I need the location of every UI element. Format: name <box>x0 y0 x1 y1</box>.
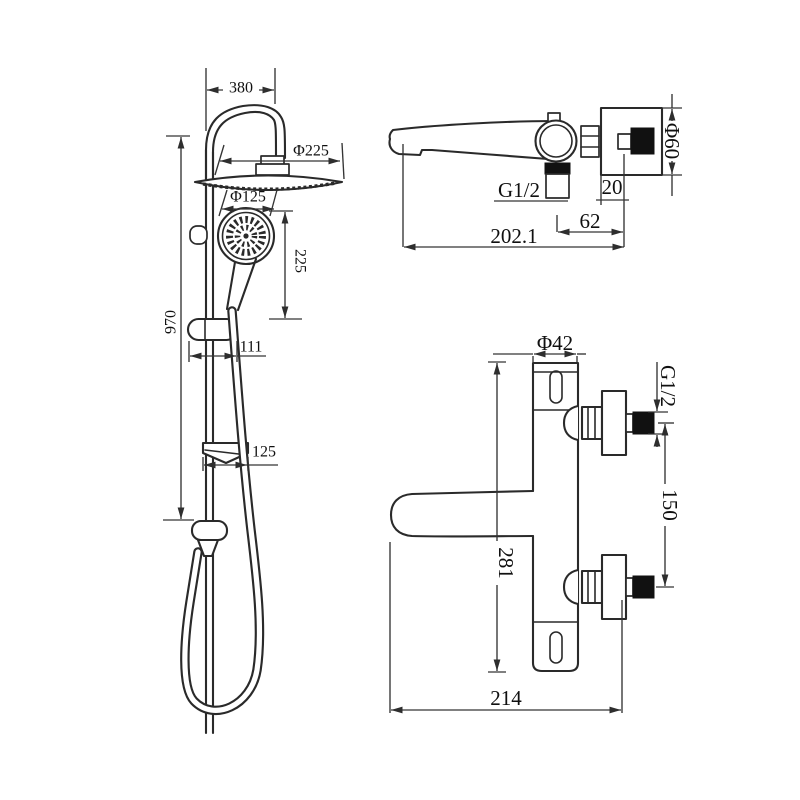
dim-hand-shower-diameter: Φ125 <box>230 189 266 206</box>
mixer-front-view: Φ42 G1/2 150 281 214 <box>389 331 682 714</box>
mixer-body <box>531 361 580 673</box>
dim-plate-depth: 20 <box>602 175 623 199</box>
dim-hand-shower-drop: 225 <box>292 249 309 273</box>
bottom-bracket <box>190 519 229 558</box>
inlet-knob <box>630 127 655 155</box>
shower-hose <box>180 306 265 716</box>
dim-mixer-inlet-thread: G1/2 <box>656 365 680 407</box>
dim-column-height: 970 <box>163 310 180 334</box>
dim-mixer-total-height: 281 <box>494 547 518 579</box>
rain-shower-head <box>193 174 344 192</box>
dim-bracket-offset: 111 <box>240 339 263 356</box>
upper-inlet-connection <box>562 389 655 457</box>
dim-head-diameter: Φ225 <box>293 143 329 160</box>
hose-nipple <box>196 538 220 558</box>
head-connector <box>255 155 290 176</box>
dim-arm-width: 380 <box>229 80 253 97</box>
dim-body-diameter: Φ42 <box>537 331 573 355</box>
mixer-spout <box>389 489 535 538</box>
temperature-handle-slot <box>549 370 563 404</box>
spout-dimensions: G1/2 20 Φ60 62 202.1 <box>404 94 684 251</box>
dim-mixer-total-width: 214 <box>490 686 522 710</box>
dim-outlet-to-wall: 62 <box>580 209 601 233</box>
inlet-stem <box>617 133 632 150</box>
dim-soap-dish-width: 125 <box>252 444 276 461</box>
dim-connection-spacing: 150 <box>658 489 682 521</box>
shower-column-view: 380 Φ225 Φ125 225 970 1 <box>163 68 345 735</box>
slider-clamp-knob <box>189 225 208 245</box>
shower-column-dimensions: 380 Φ225 Φ125 225 970 1 <box>163 68 345 521</box>
dim-plate-diameter: Φ60 <box>660 123 684 159</box>
lower-inlet-connection <box>562 553 655 621</box>
lower-inlet-knob <box>632 575 655 599</box>
spout-valve <box>534 112 578 163</box>
dim-spout-outlet-thread: G1/2 <box>498 178 540 202</box>
spout-side-view: G1/2 20 Φ60 62 202.1 <box>388 94 684 251</box>
upper-inlet-knob <box>632 411 655 435</box>
mixer-dimensions: Φ42 G1/2 150 281 214 <box>389 331 682 714</box>
shower-arm <box>204 104 287 212</box>
upper-wall-flange <box>600 389 628 457</box>
spout-nut <box>580 125 600 158</box>
dim-spout-total-length: 202.1 <box>490 224 537 248</box>
flow-handle-slot <box>549 631 563 664</box>
spout-outlet <box>544 162 571 199</box>
hand-shower-handle <box>225 260 237 311</box>
hand-shower <box>216 206 276 312</box>
spout-body <box>388 119 557 161</box>
